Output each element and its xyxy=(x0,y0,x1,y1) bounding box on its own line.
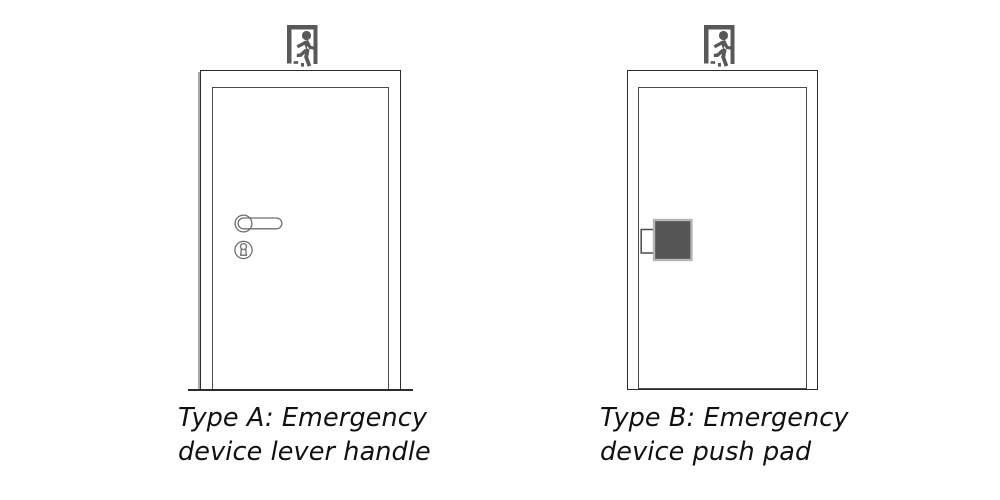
figure-type-b: Type B: Emergency device push pad xyxy=(500,0,1000,500)
push-pad-hardware xyxy=(640,212,700,267)
door-reveal-hinge-side xyxy=(198,72,201,390)
door-frame xyxy=(200,70,401,390)
door-leaf xyxy=(212,87,389,390)
figure-type-a: Type A: Emergency device lever handle xyxy=(178,22,431,467)
floor-line xyxy=(188,389,413,391)
emergency-exit-running-man-icon xyxy=(700,22,742,70)
emergency-exit-running-man-icon xyxy=(283,22,325,70)
caption-type-b: Type B: Emergency device push pad xyxy=(600,403,849,467)
lever-handle-hardware xyxy=(232,212,292,268)
caption-type-a: Type A: Emergency device lever handle xyxy=(178,403,431,467)
